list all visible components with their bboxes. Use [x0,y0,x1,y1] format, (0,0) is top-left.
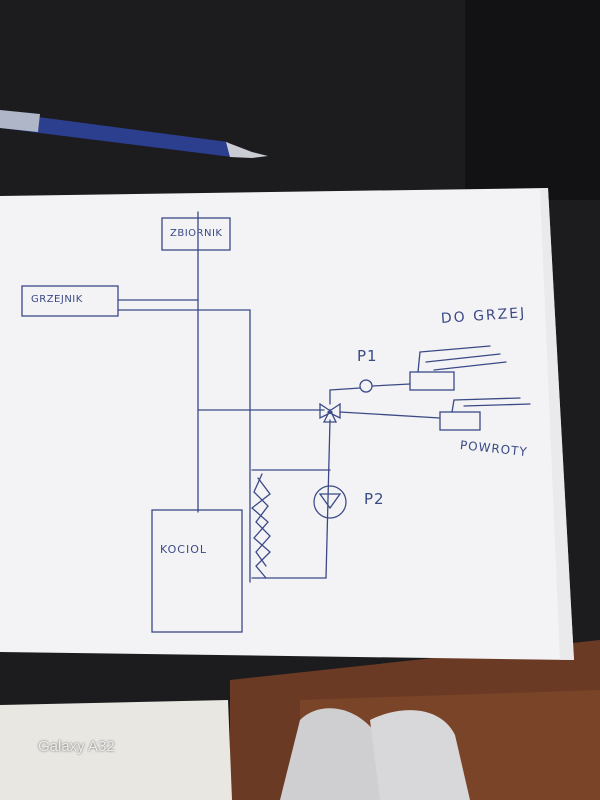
three-way-valve [319,402,334,420]
supply-manifold [409,371,455,391]
desk-edge-shadow [465,0,600,200]
valve-to-return-pipe [339,411,441,419]
return-inlet-2 [463,403,531,407]
supply-outlet-1 [419,345,491,353]
paper-sheet [0,188,574,660]
white-box [0,700,232,800]
return-inlet-1 [453,397,521,401]
heat-exchanger-zigzag [250,477,271,579]
trouser-leg-left [280,708,400,800]
heat-exchanger-zigzag-2 [253,473,271,567]
supply-manifold-riser [417,351,421,373]
trouser-leg-right [370,710,470,800]
boiler-box [151,509,243,633]
paper-edge-shadow [540,188,574,660]
radiator-label: GRZEJNIK [31,294,83,305]
three-way-valve-right [326,402,341,420]
boiler-label: KOCIOL [160,543,207,556]
pump-p1-label: P1 [357,347,378,365]
pump-p2-symbol [313,485,347,519]
supply-outlet-2 [425,353,501,363]
valve-to-p1-pipe [329,387,361,391]
p1-to-manifold-pipe [371,383,411,387]
tank-box [161,217,231,251]
radiator-box [21,285,119,317]
pump-p2-triangle [318,493,342,510]
exchanger-return-pipe [325,419,331,579]
pen-tip [226,142,268,158]
pen-clip [0,110,40,132]
camera-watermark: Galaxy A32 [38,738,115,755]
three-way-valve-bottom [322,408,338,423]
return-manifold [439,411,481,431]
sketch-drawing [21,211,531,633]
pen [0,110,268,158]
pump-p2-label: P2 [364,490,385,508]
return-manifold-riser [451,399,455,413]
pen-body [0,112,232,157]
supply-outlet-3 [433,361,507,371]
tank-label: ZBIORNIK [170,228,223,239]
